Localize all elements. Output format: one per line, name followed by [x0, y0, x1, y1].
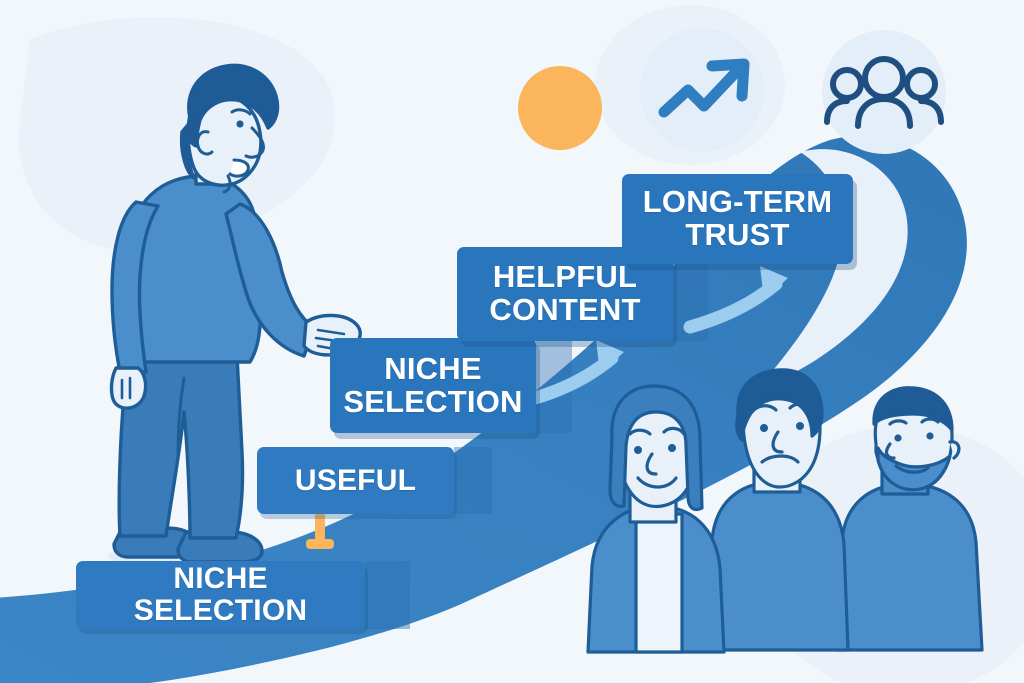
presenter-mouth	[228, 158, 250, 178]
step-label-long-term-trust[interactable]: LONG-TERM TRUST	[622, 174, 853, 264]
presenter-trousers	[117, 334, 245, 540]
people-group-icon	[824, 56, 944, 129]
presenter-chin	[222, 174, 232, 194]
audience-group	[586, 368, 984, 654]
step-label-niche-selection-mid[interactable]: NICHE SELECTION	[330, 338, 536, 433]
badge-growth-arrow	[640, 28, 764, 152]
badge-circle-bg	[640, 28, 764, 152]
presenter-hand-left	[109, 366, 148, 410]
badge-circle-bg	[822, 30, 946, 154]
presenter-eye	[236, 120, 244, 128]
step-label-text: USEFUL	[294, 463, 417, 497]
presenter-hair	[186, 63, 280, 148]
trend-up-arrow-icon	[658, 64, 744, 118]
audience-man-bearded	[834, 386, 984, 652]
step-label-text: HELPFUL CONTENT	[489, 259, 641, 327]
road-inner-bend	[758, 149, 908, 388]
step-label-useful[interactable]: USEFUL	[257, 447, 454, 514]
step-label-text: NICHE SELECTION	[343, 350, 523, 419]
audience-man-worried	[704, 368, 850, 652]
badge-orange-dot	[518, 66, 602, 150]
badge-audience-group	[822, 30, 946, 154]
stair-risers	[365, 247, 708, 629]
step-label-niche-selection-bottom[interactable]: NICHE SELECTION	[76, 561, 365, 629]
presenter-arm-right	[224, 202, 316, 358]
presenter-ear	[196, 130, 214, 156]
step-label-text: NICHE SELECTION	[133, 562, 308, 627]
step-label-text: LONG-TERM TRUST	[642, 184, 833, 252]
progress-arrow-lower	[521, 340, 624, 407]
presenter-nose	[244, 126, 266, 159]
winding-road	[0, 136, 967, 683]
audience-woman	[586, 384, 726, 654]
presenter-person	[108, 63, 362, 569]
progress-arrow-upper	[683, 266, 788, 334]
presenter-brow	[230, 108, 252, 116]
